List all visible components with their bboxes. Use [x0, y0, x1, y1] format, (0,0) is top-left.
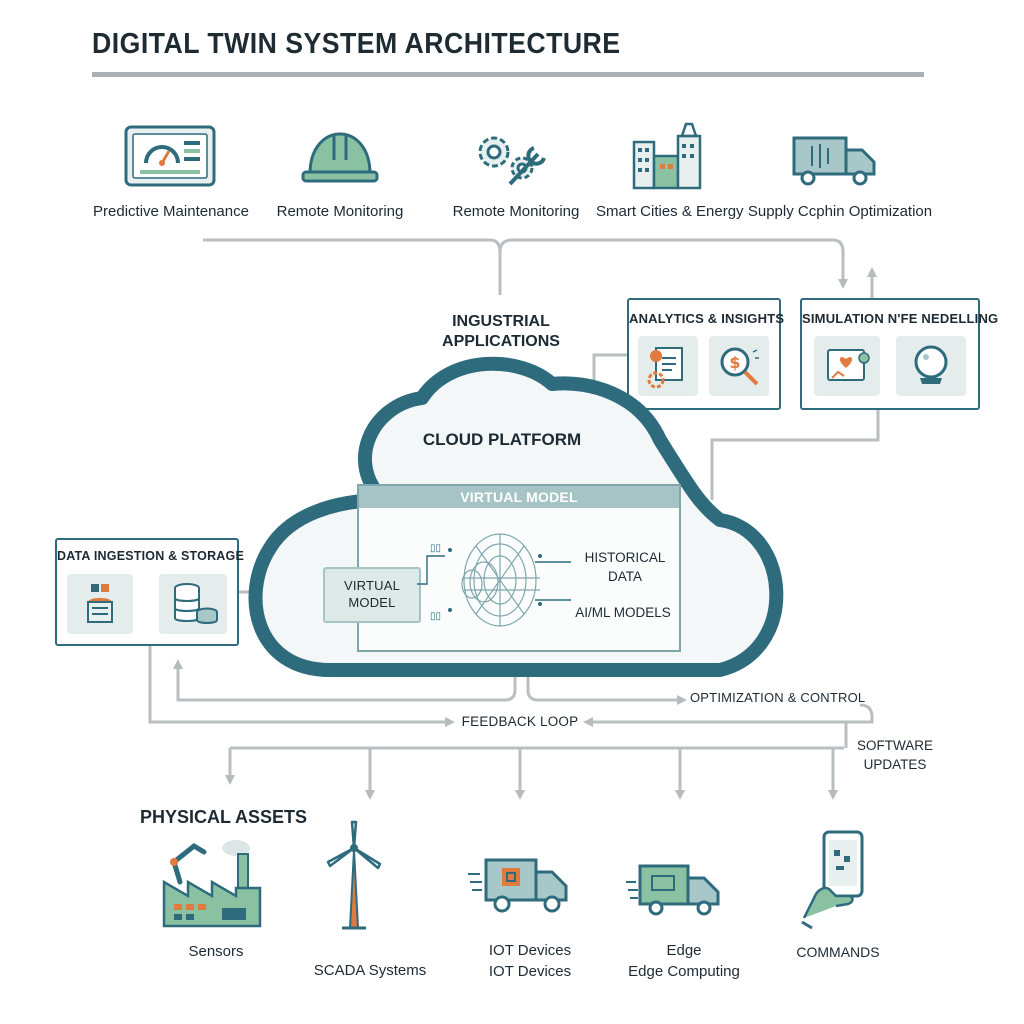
edge-truck-icon — [626, 864, 720, 916]
simulation-title: SIMULATION N'FE NEDELLING — [802, 311, 999, 326]
crystal-ball-icon — [914, 345, 948, 384]
app-label-smart-cities: Smart Cities & Energy — [596, 203, 744, 220]
gears-wrench-icon — [478, 136, 546, 186]
feedback-loop-label: FEEDBACK LOOP — [461, 714, 579, 729]
asset-label-sensors: Sensors — [188, 943, 244, 960]
mini-label-1: ▯▯ — [430, 543, 442, 554]
title-rule — [92, 72, 924, 77]
historical-data-label: HISTORICAL DATA — [584, 550, 666, 584]
data-ingestion-title: DATA INGESTION & STORAGE — [57, 549, 244, 563]
asset-label-scada: SCADA Systems — [313, 962, 427, 979]
database-stack-icon — [174, 583, 218, 624]
app-label-remote-monitoring: Remote Monitoring — [276, 203, 404, 220]
analytics-insights-box: ANALYTICS & INSIGHTS $ — [627, 298, 785, 410]
app-label-supply-chain: Supply Ccphin Optimization — [747, 203, 933, 220]
asset-label-commands: COMMANDS — [796, 944, 880, 960]
virtual-model-tag: VIRTUAL MODEL — [323, 567, 421, 623]
city-buildings-icon — [632, 122, 702, 190]
data-ingestion-tile-2 — [159, 574, 227, 634]
delivery-truck-icon — [792, 136, 876, 186]
hard-hat-icon — [301, 132, 379, 183]
mini-label-2: ▯▯ — [430, 611, 442, 622]
simulation-tile-1 — [814, 336, 880, 396]
iot-truck-icon — [468, 858, 568, 913]
svg-text:$: $ — [729, 353, 740, 372]
virtual-model-tag-text: VIRTUAL MODEL — [343, 578, 401, 610]
virtual-model-header-text: VIRTUAL MODEL — [460, 489, 578, 505]
virtual-model-leader-lines — [417, 555, 571, 601]
page-title: DIGITAL TWIN SYSTEM ARCHITECTURE — [92, 28, 621, 60]
analytics-tile-1 — [638, 336, 698, 396]
app-label-remote-monitoring-2: Remote Monitoring — [452, 203, 580, 220]
dashboard-gauge-icon — [124, 125, 216, 187]
cloud-platform-title: CLOUD PLATFORM — [422, 430, 582, 449]
virtual-model-header: VIRTUAL MODEL — [359, 486, 679, 508]
simulation-modelling-box: SIMULATION N'FE NEDELLING — [800, 298, 999, 410]
report-gear-icon — [647, 347, 683, 389]
data-ingestion-tile-1 — [67, 574, 133, 634]
optimization-control-label: OPTIMIZATION & CONTROL — [690, 690, 866, 705]
physical-assets-title: PHYSICAL ASSETS — [140, 807, 308, 827]
ai-ml-models-label: AI/ML MODELS — [575, 605, 671, 620]
industrial-applications-label: INGUSTRIAL APPLICATIONS — [442, 313, 560, 350]
app-label-predictive-maintenance: Predictive Maintenance — [93, 203, 249, 220]
asset-label-iot: IOT Devices IOT Devices — [488, 942, 572, 980]
analytics-title: ANALYTICS & INSIGHTS — [629, 311, 785, 326]
analytics-tile-2: $ — [709, 336, 769, 396]
server-data-icon — [87, 584, 113, 623]
wind-turbine-icon — [326, 820, 382, 930]
smartphone-hand-icon — [801, 830, 864, 930]
data-ingestion-box: DATA INGESTION & STORAGE — [55, 538, 244, 646]
asset-label-edge: Edge Edge Computing — [628, 942, 740, 980]
magnifier-dollar-icon: $ — [720, 347, 759, 386]
turbine-wireframe-icon — [448, 533, 542, 627]
software-updates-label: SOFTWARE UPDATES — [857, 738, 933, 772]
heart-monitor-icon — [827, 349, 870, 381]
factory-robot-arm-icon — [162, 840, 262, 928]
simulation-tile-2 — [896, 336, 966, 396]
